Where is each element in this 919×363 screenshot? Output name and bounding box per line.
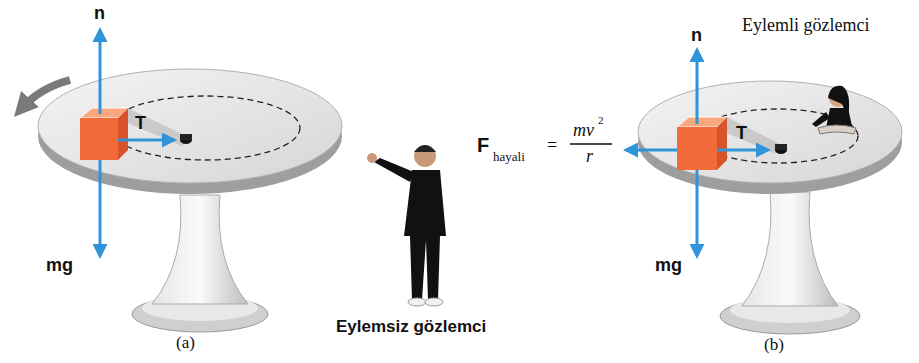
formula-symbol: mv: [573, 121, 594, 141]
observer-label: Eylemli gözlemci: [742, 16, 869, 36]
standing-observer: [367, 145, 446, 306]
force-label: mg: [46, 256, 73, 276]
turntable-a: [22, 30, 342, 332]
panel-label: (b): [764, 336, 784, 355]
turntable-b: [570, 50, 902, 334]
force-label: T: [736, 124, 747, 144]
seated-observer: [812, 86, 856, 134]
force-label: mg: [655, 256, 682, 276]
formula-subscript: hayali: [493, 150, 525, 164]
force-label: n: [691, 26, 702, 46]
formula-symbol: F: [477, 134, 489, 156]
formula-symbol: r: [586, 147, 593, 167]
observer-label: Eylemsiz gözlemci: [336, 318, 486, 337]
formula-exponent: 2: [598, 114, 604, 126]
formula-symbol: =: [547, 136, 557, 156]
panel-label: (a): [176, 334, 195, 353]
force-label: n: [94, 4, 105, 24]
force-label: T: [135, 114, 146, 134]
